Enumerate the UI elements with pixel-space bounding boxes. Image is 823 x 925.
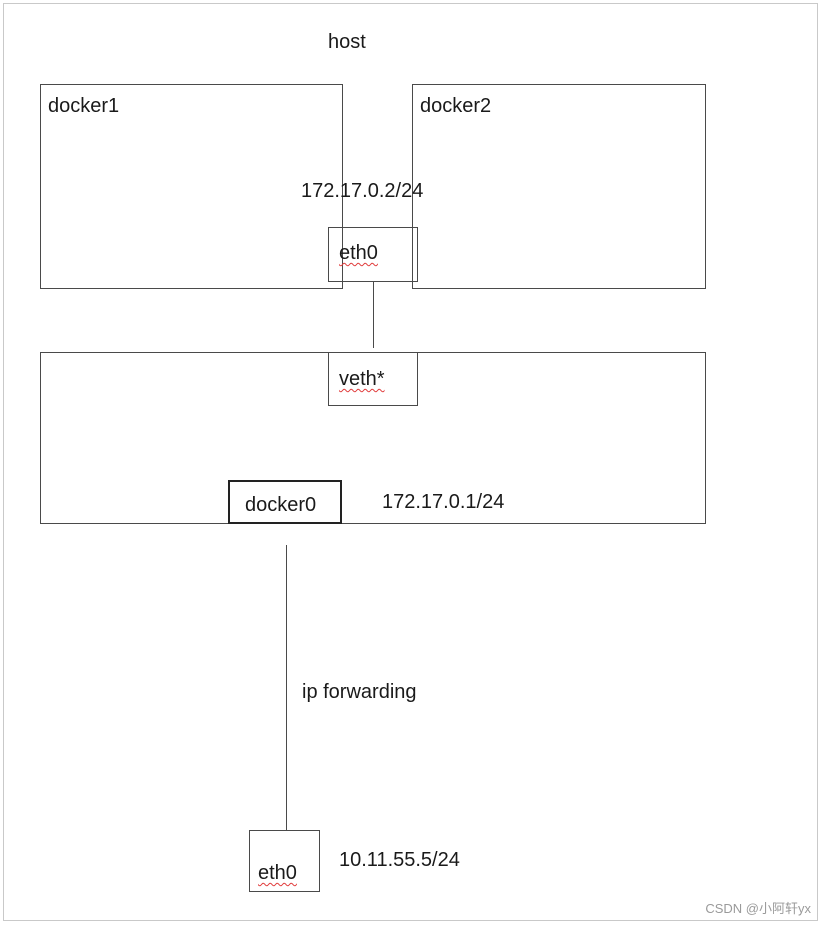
docker0-box: docker0	[228, 480, 342, 524]
docker1-container-box: docker1	[40, 84, 343, 289]
diagram-frame	[3, 3, 818, 921]
docker2-container-box: docker2	[412, 84, 706, 289]
watermark: CSDN @小阿轩yx	[705, 901, 811, 916]
docker2-label: docker2	[420, 95, 492, 117]
eth0-veth-link	[373, 282, 374, 348]
veth-box: veth*	[328, 352, 418, 406]
host-ip-label: 10.11.55.5/24	[339, 849, 460, 871]
docker1-label: docker1	[48, 95, 120, 117]
host-eth0-label: eth0	[258, 862, 297, 884]
container-eth0-box: eth0	[328, 227, 418, 282]
bridge-ip-label: 172.17.0.1/24	[382, 491, 505, 513]
ip-forwarding-link	[286, 545, 287, 831]
host-eth0-box: eth0	[249, 830, 320, 892]
ip-forwarding-label: ip forwarding	[302, 681, 417, 703]
docker0-label: docker0	[245, 494, 317, 516]
container-ip-label: 172.17.0.2/24	[301, 180, 424, 202]
container-eth0-label: eth0	[339, 242, 378, 264]
veth-label: veth*	[339, 368, 385, 390]
host-label: host	[328, 31, 366, 53]
